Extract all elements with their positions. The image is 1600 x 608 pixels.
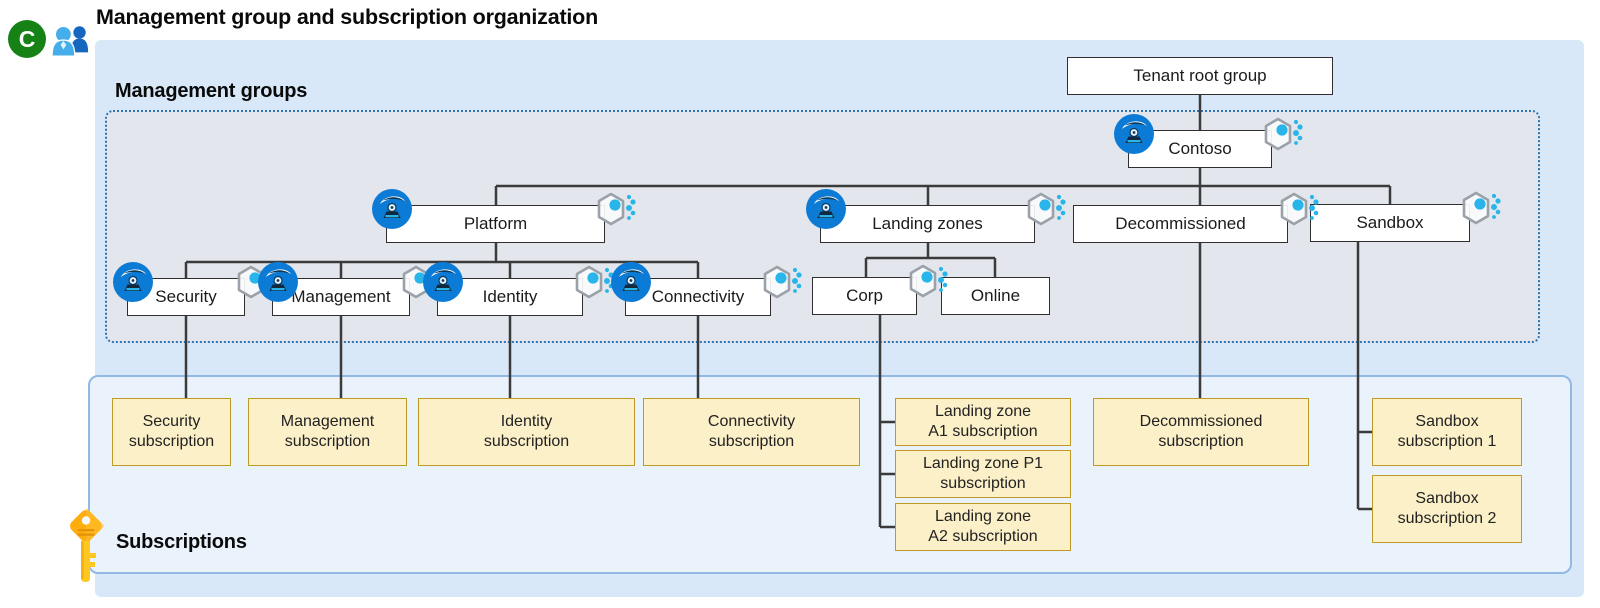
group-box-platform: Platform (386, 205, 605, 243)
management-group-icon (257, 261, 299, 308)
group-label: Tenant root group (1133, 66, 1267, 85)
subscription-box-connectivity-sub: Connectivity subscription (643, 398, 860, 466)
subscription-box-identity-sub: Identity subscription (418, 398, 635, 466)
policy-hexagon-icon (1259, 110, 1311, 163)
subscription-label: Landing zone P1 subscription (922, 454, 1044, 492)
group-label: Decommissioned (1115, 214, 1246, 233)
management-group-icon (371, 188, 413, 235)
management-groups-label: Management groups (115, 80, 308, 102)
subscription-box-sandbox-sub-2: Sandbox subscription 2 (1372, 475, 1522, 543)
group-box-decommissioned: Decommissioned (1073, 205, 1288, 243)
subscription-label: Identity subscription (483, 412, 570, 450)
group-label: Contoso (1168, 139, 1232, 158)
letter-badge: C (8, 20, 46, 58)
subscription-box-security-sub: Security subscription (112, 398, 231, 466)
management-group-icon (1113, 113, 1155, 160)
subscription-label: Sandbox subscription 1 (1397, 412, 1497, 450)
subscriptions-label: Subscriptions (116, 531, 247, 553)
group-label: Sandbox (1356, 213, 1424, 232)
group-box-corp: Corp (812, 277, 917, 315)
key-icon (64, 507, 110, 591)
group-box-sandbox: Sandbox (1310, 204, 1470, 242)
subscription-label: Security subscription (128, 412, 215, 450)
subscription-box-sandbox-sub-1: Sandbox subscription 1 (1372, 398, 1522, 466)
group-label: Identity (482, 287, 538, 306)
group-label: Connectivity (651, 287, 745, 306)
management-group-icon (610, 261, 652, 308)
group-label: Platform (463, 214, 528, 233)
subscription-box-lz-a1-sub: Landing zone A1 subscription (895, 398, 1071, 446)
group-box-tenant-root: Tenant root group (1067, 57, 1333, 95)
subscription-box-management-sub: Management subscription (248, 398, 407, 466)
policy-hexagon-icon (1457, 184, 1509, 237)
policy-hexagon-icon (1022, 185, 1074, 238)
policy-hexagon-icon (1275, 185, 1327, 238)
group-box-landing-zones: Landing zones (820, 205, 1035, 243)
subscription-label: Management subscription (280, 412, 375, 450)
management-group-icon (112, 261, 154, 308)
group-label: Security (155, 287, 217, 306)
subscription-box-lz-p1-sub: Landing zone P1 subscription (895, 450, 1071, 498)
policy-hexagon-icon (904, 257, 956, 310)
management-group-icon (422, 261, 464, 308)
subscription-label: Landing zone A2 subscription (928, 507, 1038, 545)
subscription-label: Connectivity subscription (707, 412, 796, 450)
management-group-icon (805, 188, 847, 235)
subscription-box-decommissioned-sub: Decommissioned subscription (1093, 398, 1309, 466)
people-icon (50, 22, 92, 65)
group-box-online: Online (941, 277, 1050, 315)
subscription-label: Decommissioned subscription (1139, 412, 1263, 450)
group-label: Management (291, 287, 391, 306)
group-label: Online (970, 286, 1021, 305)
policy-hexagon-icon (570, 258, 622, 311)
policy-hexagon-icon (758, 258, 810, 311)
subscription-box-lz-a2-sub: Landing zone A2 subscription (895, 503, 1071, 551)
group-label: Landing zones (872, 214, 983, 233)
page-title: Management group and subscription organi… (96, 5, 599, 29)
policy-hexagon-icon (592, 185, 644, 238)
subscription-label: Sandbox subscription 2 (1397, 489, 1497, 527)
group-label: Corp (846, 286, 883, 305)
subscription-label: Landing zone A1 subscription (928, 402, 1038, 440)
